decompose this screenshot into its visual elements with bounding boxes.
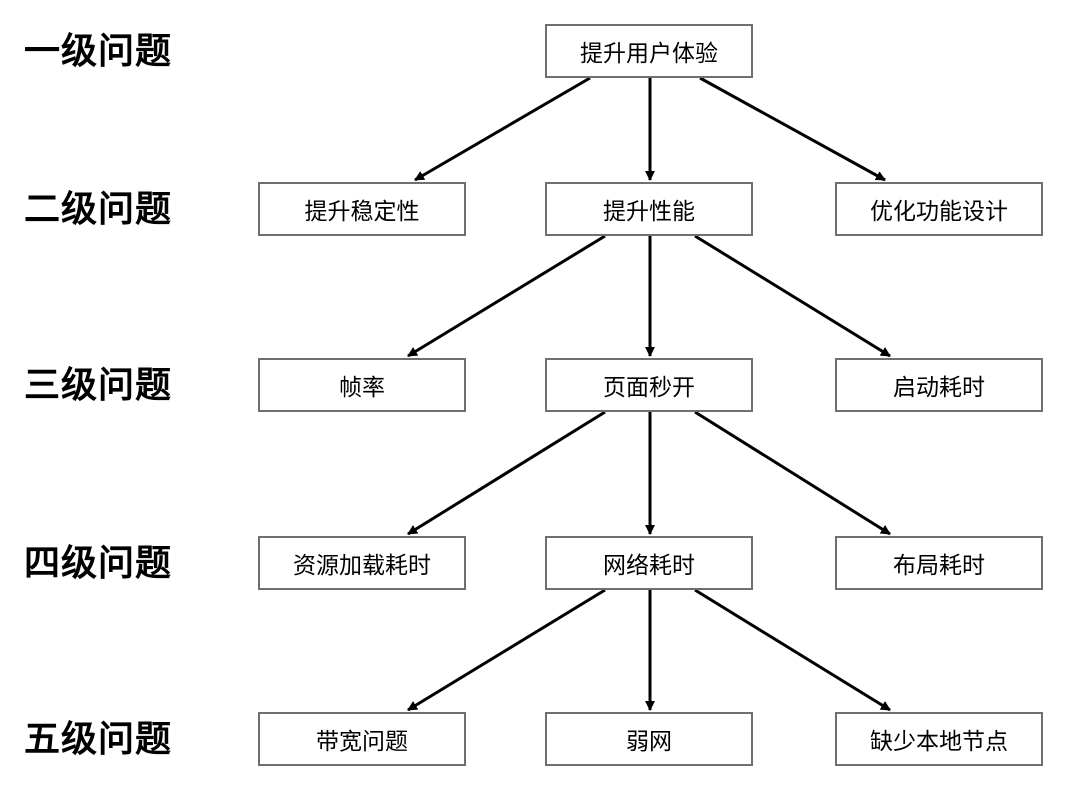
- node-l2-left: 提升稳定性: [258, 182, 466, 236]
- node-l3-center: 页面秒开: [545, 358, 753, 412]
- level-label-4: 四级问题: [24, 543, 173, 584]
- level-label-3: 三级问题: [24, 365, 173, 406]
- node-l3-right: 启动耗时: [835, 358, 1043, 412]
- edge-l2-to-l3-left: [407, 234, 606, 358]
- node-l5-center: 弱网: [545, 712, 753, 766]
- node-l4-right: 布局耗时: [835, 536, 1043, 590]
- node-l5-right: 缺少本地节点: [835, 712, 1043, 766]
- node-l3-left: 帧率: [258, 358, 466, 412]
- level-label-1: 一级问题: [24, 31, 173, 72]
- edge-l4-to-l5-left: [407, 588, 606, 712]
- edge-root-to-l2-right: [699, 76, 886, 182]
- edge-l3-to-l4-left: [407, 410, 606, 536]
- edge-l4-to-l5-right: [694, 588, 891, 712]
- level-label-5: 五级问题: [24, 719, 173, 760]
- level-label-2: 二级问题: [24, 189, 173, 230]
- node-l2-center: 提升性能: [545, 182, 753, 236]
- edge-l3-to-l4-right: [694, 410, 891, 536]
- node-l5-left: 带宽问题: [258, 712, 466, 766]
- edge-root-to-l2-left: [414, 76, 591, 182]
- node-l4-center: 网络耗时: [545, 536, 753, 590]
- edge-l2-to-l3-right: [694, 234, 891, 358]
- node-l2-right: 优化功能设计: [835, 182, 1043, 236]
- node-root: 提升用户体验: [545, 24, 753, 78]
- node-l4-left: 资源加载耗时: [258, 536, 466, 590]
